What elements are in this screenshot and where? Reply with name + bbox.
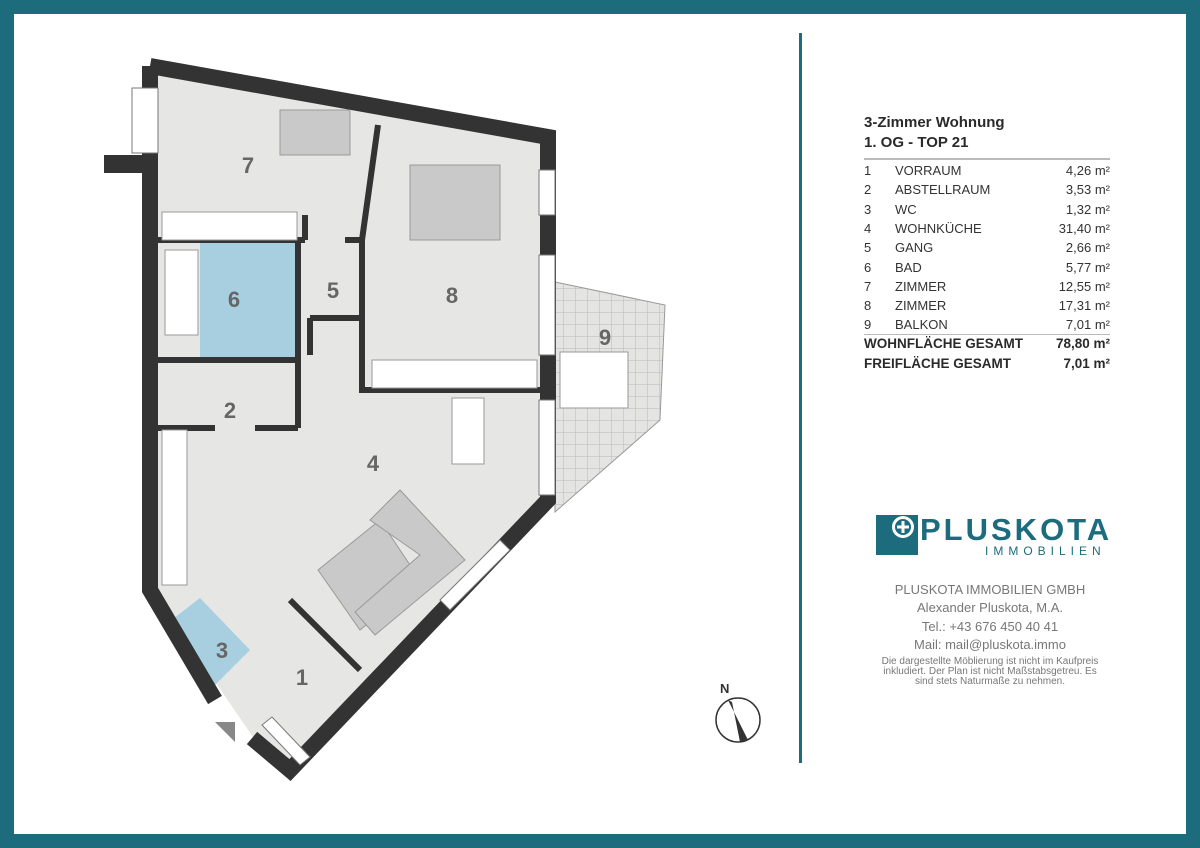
room-row: 4 WOHNKÜCHE 31,40 m² bbox=[864, 221, 1110, 240]
room-no: 1 bbox=[864, 163, 872, 178]
room-label-2: 2 bbox=[224, 398, 236, 423]
room-area: 2,66 m² bbox=[1065, 240, 1110, 256]
room-area: 5,77 m² bbox=[1065, 259, 1110, 275]
room-name: WC bbox=[895, 201, 917, 217]
room-label-5: 5 bbox=[327, 278, 339, 303]
room-area: 7,01 m² bbox=[1065, 317, 1110, 333]
listing-subtitle: 1. OG - TOP 21 bbox=[864, 134, 969, 151]
room-label-3: 3 bbox=[216, 638, 228, 663]
room-area: 12,55 m² bbox=[1058, 278, 1110, 294]
room-name: VORRAUM bbox=[895, 163, 962, 178]
room-no: 5 bbox=[864, 240, 872, 256]
bath-floor bbox=[200, 242, 296, 357]
table-rule bbox=[864, 334, 1110, 335]
furniture bbox=[161, 109, 629, 636]
room-no: 3 bbox=[864, 201, 872, 217]
total-outdoor-value: 7,01 m² bbox=[1063, 356, 1110, 371]
room-name: BALKON bbox=[895, 317, 948, 333]
room-row: 3 WC 1,32 m² bbox=[864, 202, 1110, 221]
compass-icon: N bbox=[715, 681, 761, 743]
room-label-7: 7 bbox=[242, 153, 254, 178]
room-area: 1,32 m² bbox=[1065, 201, 1110, 217]
room-area: 4,26 m² bbox=[1065, 163, 1110, 178]
total-living-label: WOHNFLÄCHE GESAMT bbox=[864, 336, 1023, 351]
svg-text:N: N bbox=[720, 681, 729, 696]
room-label-6: 6 bbox=[228, 287, 240, 312]
listing-title: 3-Zimmer Wohnung bbox=[864, 114, 1005, 131]
room-row: 6 BAD 5,77 m² bbox=[864, 260, 1110, 279]
room-label-4: 4 bbox=[367, 451, 380, 476]
total-outdoor: FREIFLÄCHE GESAMT 7,01 m² bbox=[864, 356, 1110, 371]
windows bbox=[131, 87, 556, 766]
total-living: WOHNFLÄCHE GESAMT 78,80 m² bbox=[864, 336, 1110, 351]
outer-wall bbox=[148, 58, 556, 781]
room-no: 4 bbox=[864, 220, 872, 236]
room-no: 8 bbox=[864, 298, 872, 314]
room-name: WOHNKÜCHE bbox=[895, 220, 982, 236]
room-name: ABSTELLRAUM bbox=[895, 182, 991, 198]
contact-person: Alexander Pluskota, M.A. bbox=[917, 600, 1063, 615]
floor-plan: 7 8 6 5 2 4 3 1 9 N bbox=[104, 58, 761, 781]
table-rule bbox=[864, 158, 1110, 160]
room-label-9: 9 bbox=[599, 325, 611, 350]
contact-mail[interactable]: Mail: mail@pluskota.immo bbox=[914, 637, 1066, 652]
total-outdoor-label: FREIFLÄCHE GESAMT bbox=[864, 356, 1011, 371]
logo-name: PLUSKOTA bbox=[920, 512, 1113, 547]
wc-floor bbox=[165, 598, 250, 685]
logo-mark-icon bbox=[876, 515, 918, 555]
room-numbers: 7 8 6 5 2 4 3 1 9 bbox=[216, 153, 611, 690]
room-no: 9 bbox=[864, 317, 872, 333]
contact-phone[interactable]: Tel.: +43 676 450 40 41 bbox=[921, 619, 1059, 634]
total-living-value: 78,80 m² bbox=[1055, 336, 1110, 351]
divider bbox=[799, 33, 802, 763]
room-row: 5 GANG 2,66 m² bbox=[864, 240, 1110, 259]
room-name: GANG bbox=[895, 240, 934, 256]
room-area: 3,53 m² bbox=[1065, 182, 1110, 198]
room-row: 2 ABSTELLRAUM 3,53 m² bbox=[864, 182, 1110, 201]
room-no: 2 bbox=[864, 182, 872, 198]
room-name: ZIMMER bbox=[895, 278, 947, 294]
room-no: 7 bbox=[864, 278, 872, 294]
room-area: 17,31 m² bbox=[1058, 298, 1110, 314]
room-area: 31,40 m² bbox=[1058, 220, 1110, 236]
outer-wall-left bbox=[142, 66, 222, 705]
room-row: 1 VORRAUM 4,26 m² bbox=[864, 163, 1110, 182]
disclaimer: Die dargestellte Möblierung ist nicht im… bbox=[881, 656, 1099, 687]
room-row: 7 ZIMMER 12,55 m² bbox=[864, 279, 1110, 298]
bay-wall bbox=[104, 155, 154, 173]
room-no: 6 bbox=[864, 259, 872, 275]
entrance-marker-icon bbox=[215, 722, 235, 742]
room-row: 9 BALKON 7,01 m² bbox=[864, 317, 1110, 336]
logo-subtitle: IMMOBILIEN bbox=[985, 544, 1106, 558]
room-label-8: 8 bbox=[446, 283, 458, 308]
room-name: BAD bbox=[895, 259, 922, 275]
room-name: ZIMMER bbox=[895, 298, 947, 314]
company-name: PLUSKOTA IMMOBILIEN GMBH bbox=[894, 582, 1086, 597]
room-row: 8 ZIMMER 17,31 m² bbox=[864, 298, 1110, 317]
room-label-1: 1 bbox=[296, 665, 308, 690]
